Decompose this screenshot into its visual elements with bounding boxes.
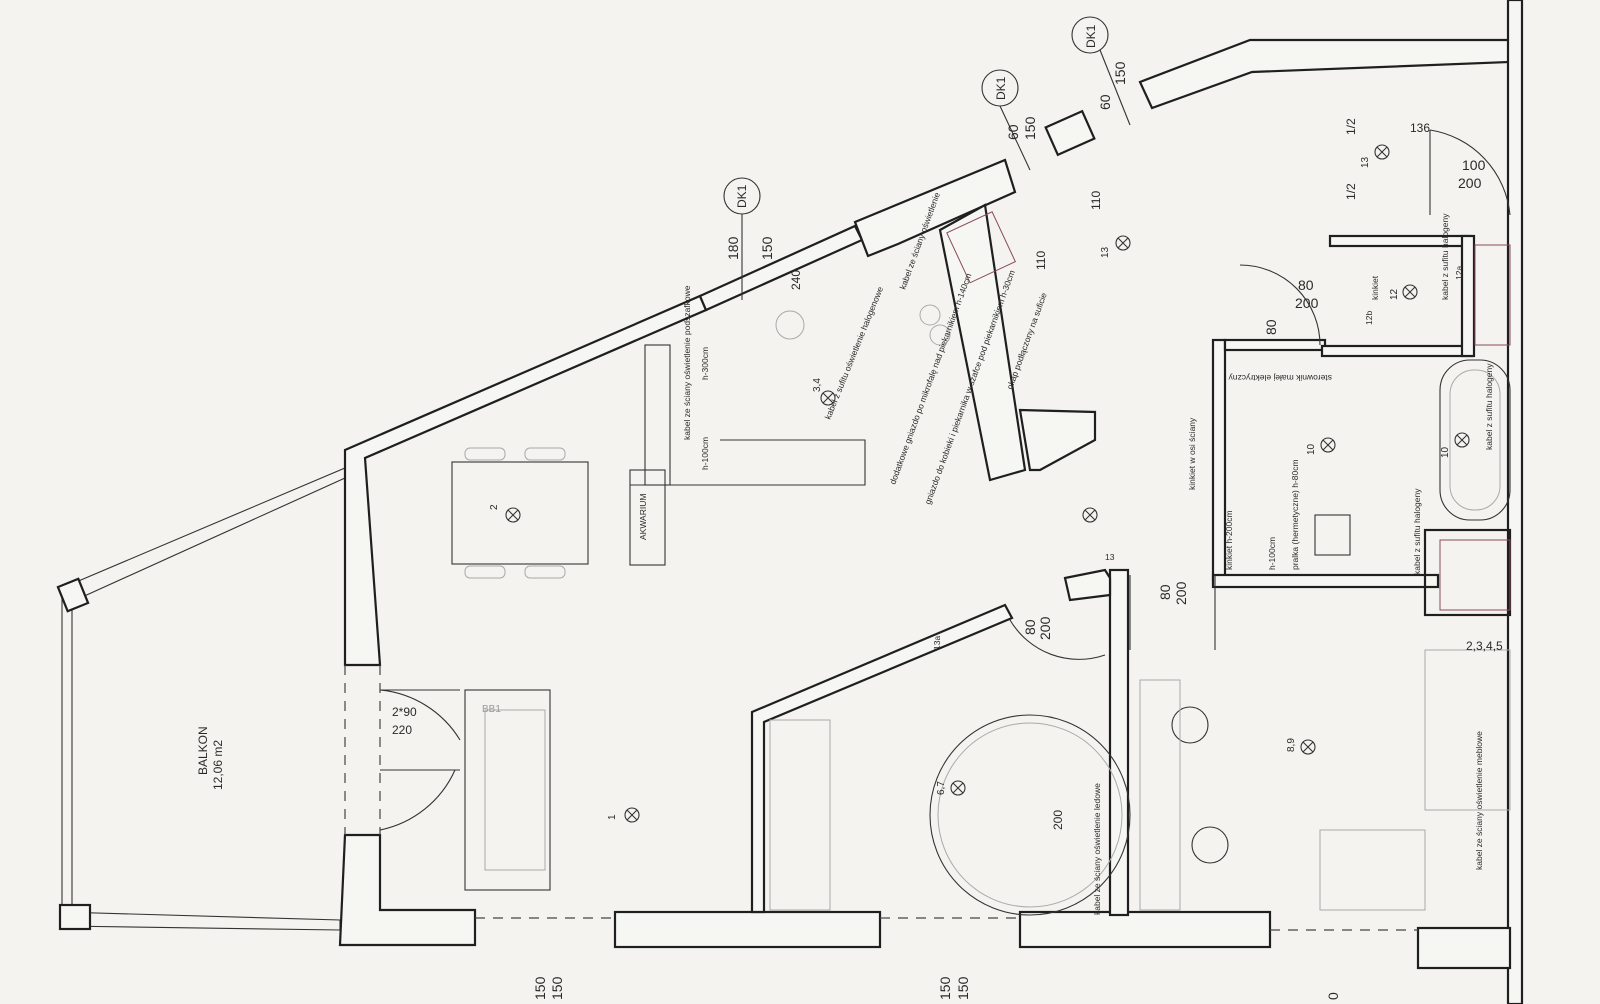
light-number: 1 bbox=[607, 814, 618, 820]
note: kabel z sufitu halogeny bbox=[1484, 363, 1494, 450]
light-number: 13 bbox=[1100, 246, 1111, 258]
door-width: 80 bbox=[1022, 619, 1038, 635]
balcony bbox=[56, 467, 346, 931]
window-dim: 60 bbox=[1097, 94, 1113, 110]
lamp-label: 13a bbox=[932, 636, 942, 650]
door-width: 80 bbox=[1263, 319, 1279, 335]
ceiling-light-icon bbox=[820, 390, 836, 406]
door-height: 200 bbox=[1173, 581, 1189, 605]
aquarium-label: AKWARIUM bbox=[638, 494, 648, 540]
window-tag: DK1 180 150 bbox=[723, 177, 775, 300]
light-number: 6,7 bbox=[936, 781, 947, 795]
furniture bbox=[451, 211, 1511, 916]
window-dim: 180 bbox=[725, 236, 741, 260]
window-dim: 150 bbox=[759, 236, 775, 260]
note: kinkiet h-200cm bbox=[1224, 510, 1234, 570]
window-dim: 150 bbox=[1022, 116, 1038, 140]
ceiling-light-icon bbox=[1374, 144, 1390, 160]
dimension: 136 bbox=[1410, 121, 1430, 135]
note: kabel z sufitu oświetlenie halogenowe bbox=[823, 285, 886, 421]
light-number: 12 bbox=[1389, 288, 1400, 300]
dimension: 1/2 bbox=[1344, 118, 1358, 135]
bed bbox=[1319, 829, 1426, 911]
window-tag-label: DK1 bbox=[1084, 24, 1098, 48]
sink bbox=[1314, 514, 1351, 556]
balcony-area: 12,06 m2 bbox=[211, 740, 225, 790]
note: h-100cm bbox=[700, 437, 710, 470]
light-number: 10 bbox=[1306, 443, 1317, 455]
ceiling-light-icon bbox=[1082, 507, 1098, 523]
window-tag-label: DK1 bbox=[994, 76, 1008, 100]
light-number: 3,4 bbox=[812, 378, 823, 392]
note: kabel ze ściany oświetlenie meblowe bbox=[1474, 731, 1484, 870]
bathtub bbox=[1439, 359, 1511, 521]
door-width: 100 bbox=[1462, 157, 1486, 173]
dimension: 110 bbox=[1034, 251, 1048, 270]
ceiling-light-icon bbox=[1300, 739, 1316, 755]
note: pralka (hermetyczne) h-80cm bbox=[1290, 459, 1300, 570]
ceiling-light-icon bbox=[1454, 432, 1470, 448]
note: kabel z sufitu halogeny bbox=[1412, 488, 1422, 575]
note: kabel ze ściany oświetlenie podszafkowe bbox=[682, 285, 692, 440]
window-tag: DK1 60 150 bbox=[981, 69, 1038, 171]
sofa-label: BB1 bbox=[482, 704, 501, 715]
door-width: 2*90 bbox=[392, 705, 417, 719]
note: kinkiet bbox=[1370, 275, 1380, 300]
door-height: 200 bbox=[1458, 175, 1482, 191]
walls bbox=[338, 0, 1524, 1004]
light-number: 8,9 bbox=[1286, 738, 1297, 752]
dimension: 200 bbox=[1051, 810, 1065, 830]
window-dim: 60 bbox=[1005, 124, 1021, 140]
dimension: 150 bbox=[937, 976, 953, 1000]
socket-label: 2,3,4,5 bbox=[1466, 639, 1503, 653]
lamp-label: 12b bbox=[1364, 311, 1374, 325]
ceiling-light-icon bbox=[1115, 235, 1131, 251]
dimension: 150 bbox=[549, 976, 565, 1000]
note: dodatkowe gniazdo po mikrofalę nad pieka… bbox=[887, 272, 973, 486]
note: h-300cm bbox=[700, 347, 710, 380]
window-tag: DK1 60 150 bbox=[1071, 16, 1131, 126]
door-height: 200 bbox=[1037, 616, 1053, 640]
lamp-label: 12a bbox=[1454, 266, 1464, 280]
dimension: 0 bbox=[1325, 992, 1341, 1000]
ceiling-light-icon bbox=[1402, 284, 1418, 300]
sofa bbox=[464, 689, 551, 891]
light-number: 10 bbox=[1440, 446, 1451, 458]
door-height: 220 bbox=[392, 723, 412, 737]
dimension: 110 bbox=[1089, 191, 1103, 210]
lamp-label: 13 bbox=[1105, 552, 1115, 562]
note: kabel ze ściany oświetlenie ledowe bbox=[1092, 783, 1102, 915]
dimension: 150 bbox=[955, 976, 971, 1000]
note: kabel z sufitu halogeny bbox=[1440, 213, 1450, 300]
window-tags: DK1 180 150 DK1 60 150 DK1 60 150 bbox=[723, 16, 1131, 300]
dimension: 240 bbox=[789, 270, 803, 290]
door-height: 200 bbox=[1295, 295, 1319, 311]
labels: BALKON 12,06 m2 2*90 220 100 200 80 200 … bbox=[196, 118, 1503, 1000]
aquarium bbox=[629, 469, 666, 566]
window-dim: 150 bbox=[1112, 61, 1128, 85]
balcony-name: BALKON bbox=[196, 726, 210, 775]
dimension: 1/2 bbox=[1344, 183, 1358, 200]
ceiling-light-icon bbox=[950, 780, 966, 796]
light-number: 2 bbox=[489, 504, 500, 510]
ceiling-light-icon bbox=[505, 507, 521, 523]
door-width: 80 bbox=[1298, 277, 1314, 293]
light-fixtures bbox=[505, 144, 1470, 823]
light-number: 13 bbox=[1360, 156, 1371, 168]
note: h-100cm bbox=[1267, 537, 1277, 570]
note: okap podłączony na suficie bbox=[1004, 291, 1048, 391]
note: kinkiet w osi ściany bbox=[1187, 417, 1197, 490]
round-bed bbox=[929, 714, 1131, 916]
window-tag-label: DK1 bbox=[735, 184, 749, 208]
note: sterownik małej elektryczny bbox=[1228, 373, 1332, 383]
ceiling-light-icon bbox=[624, 807, 640, 823]
doors bbox=[379, 129, 1511, 831]
ceiling-light-icon bbox=[1320, 437, 1336, 453]
dimension: 150 bbox=[532, 976, 548, 1000]
dining-table bbox=[451, 461, 589, 565]
door-width: 80 bbox=[1157, 584, 1173, 600]
